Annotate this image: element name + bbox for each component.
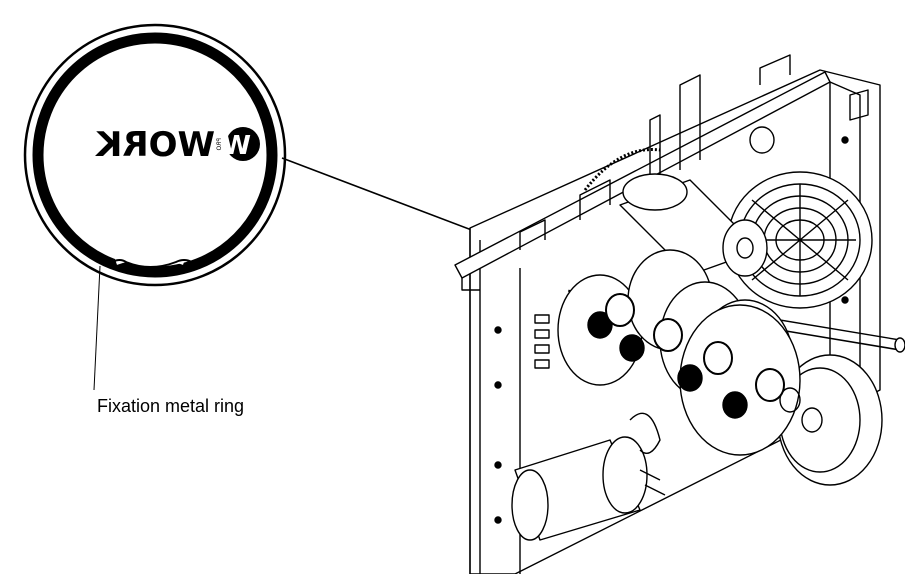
fixation-ring-label: Fixation metal ring — [97, 396, 245, 416]
work-pro-logo: W PRO WORK — [94, 125, 260, 165]
bottom-capacitor — [511, 412, 666, 541]
detail-magnifier — [23, 23, 287, 287]
gear — [583, 148, 661, 191]
assembly — [454, 54, 905, 574]
side-tab — [849, 89, 869, 121]
logo-main-text: WORK — [94, 125, 215, 165]
ring-leader-line — [93, 265, 101, 391]
knobs — [587, 293, 785, 419]
logo-small-text: PRO — [216, 138, 223, 151]
cam-discs — [557, 249, 883, 486]
logo-w-badge — [226, 127, 260, 161]
top-hole — [749, 126, 775, 154]
logo-w-letter: W — [222, 131, 251, 161]
detail-outer-circle — [23, 23, 287, 287]
fixation-ring — [32, 32, 278, 278]
